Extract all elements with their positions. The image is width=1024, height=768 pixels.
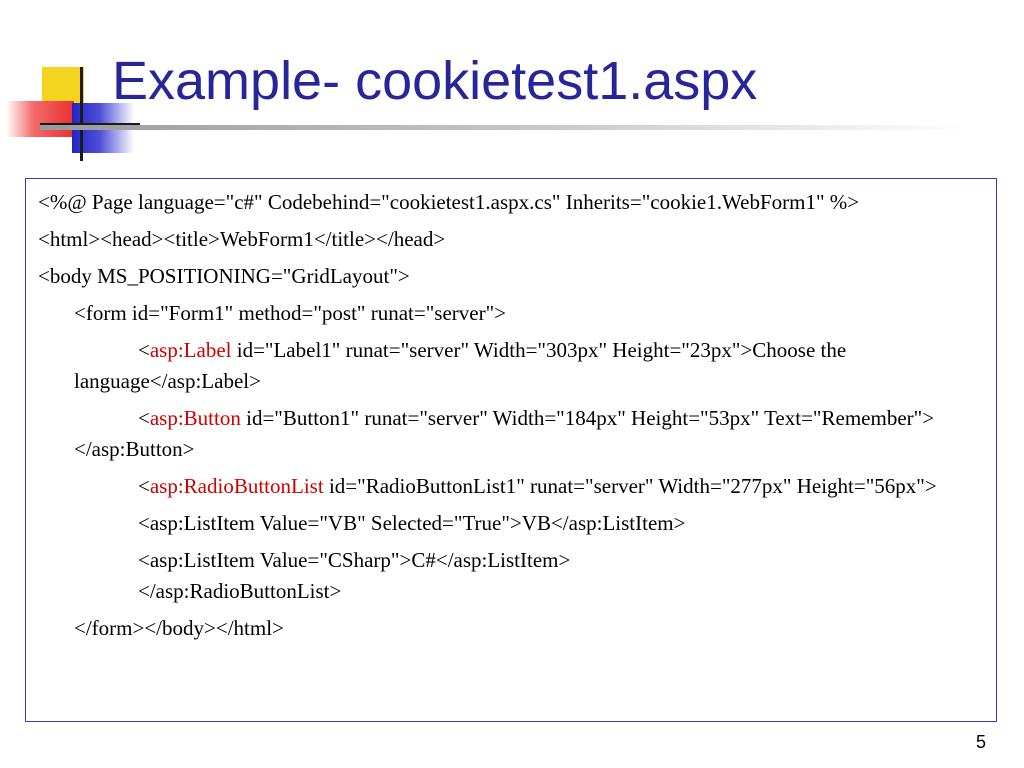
code-text: <	[138, 474, 150, 498]
code-line: <asp:ListItem Value="VB" Selected="True"…	[38, 508, 982, 539]
asp-label-tag: asp:Label	[149, 338, 232, 362]
code-box: <%@ Page language="c#" Codebehind="cooki…	[25, 178, 997, 722]
slide-title: Example- cookietest1.aspx	[112, 51, 758, 111]
code-text: <	[138, 406, 150, 430]
slide-number: 5	[976, 732, 987, 752]
code-line: </form></body></html>	[38, 613, 982, 644]
code-line: <asp:Button id="Button1" runat="server" …	[38, 403, 982, 465]
code-line: <body MS_POSITIONING="GridLayout">	[38, 261, 982, 292]
code-text: id="Button1" runat="server" Width="184px…	[74, 406, 935, 461]
logo-vertical-line	[80, 67, 83, 161]
code-text: <form id="Form1" method="post" runat="se…	[74, 301, 507, 325]
code-text: <html><head><title>WebForm1</title></hea…	[38, 227, 446, 251]
code-text: <%@ Page language="c#" Codebehind="cooki…	[38, 190, 860, 214]
asp-button-tag: asp:Button	[149, 406, 241, 430]
title-underline	[40, 125, 970, 130]
code-line: <html><head><title>WebForm1</title></hea…	[38, 224, 982, 255]
code-text: </asp:RadioButtonList>	[138, 579, 342, 603]
code-text: </form></body></html>	[74, 616, 284, 640]
code-line: <%@ Page language="c#" Codebehind="cooki…	[38, 187, 982, 218]
logo-horizontal-line	[40, 123, 140, 126]
code-text: <asp:ListItem Value="VB" Selected="True"…	[138, 511, 686, 535]
code-line: <asp:RadioButtonList id="RadioButtonList…	[38, 471, 982, 502]
asp-radiobuttonlist-tag: asp:RadioButtonList	[149, 474, 324, 498]
code-text: <	[138, 338, 150, 362]
code-text: id="Label1" runat="server" Width="303px"…	[74, 338, 847, 393]
logo-red-bar	[6, 101, 74, 137]
code-line: <asp:Label id="Label1" runat="server" Wi…	[38, 335, 982, 397]
code-text: id="RadioButtonList1" runat="server" Wid…	[323, 474, 937, 498]
code-line: <asp:ListItem Value="CSharp">C#</asp:Lis…	[38, 545, 982, 607]
code-text: <body MS_POSITIONING="GridLayout">	[38, 264, 410, 288]
code-text: <asp:ListItem Value="CSharp">C#</asp:Lis…	[138, 548, 571, 572]
code-line: <form id="Form1" method="post" runat="se…	[38, 298, 982, 329]
